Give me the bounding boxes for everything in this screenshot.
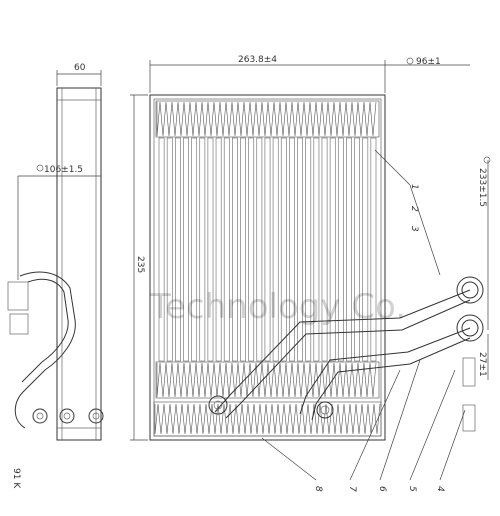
side-view: 60 106±1.5 91 K [7, 63, 104, 489]
dim-side-width: 60 [74, 63, 86, 73]
dim-front-height: 235 [135, 256, 145, 273]
callout-6: 6 [377, 486, 387, 492]
port-upper [456, 276, 484, 304]
port-lower [456, 314, 484, 342]
callout-8: 8 [313, 486, 323, 492]
dim-right-1: 233±1.5 [477, 168, 487, 207]
watermark-text: Technology Co. [149, 287, 406, 327]
callout-4: 4 [435, 486, 445, 492]
dim-side-height: 106±1.5 [44, 165, 83, 175]
callout-2: 2 [409, 206, 419, 212]
fin-band-bottom [156, 362, 377, 398]
callout-1: 1 [409, 184, 419, 190]
dim-port-dia: 96±1 [416, 57, 441, 67]
fin-band-top [156, 101, 377, 137]
dim-front-width: 263.8±4 [238, 55, 277, 65]
callout-labels: 1 2 3 8 7 6 5 4 [313, 184, 445, 492]
callout-5: 5 [407, 486, 417, 492]
callout-3: 3 [409, 226, 419, 232]
side-fragment-text: 91 K [11, 468, 21, 489]
tube-array [158, 137, 377, 362]
fin-band-lower [154, 403, 381, 435]
dim-right-2: 27±1 [477, 352, 487, 377]
front-view: 263.8±4 96±1 235 233±1.5 27±1 [130, 55, 491, 481]
callout-7: 7 [347, 486, 357, 492]
